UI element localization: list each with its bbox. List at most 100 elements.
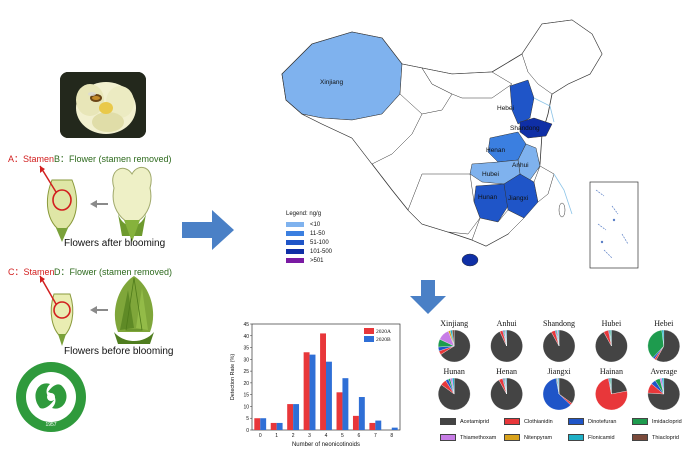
x-tick-label: 8	[390, 433, 393, 439]
label-jiangxi: Jiangxi	[508, 195, 528, 202]
svg-text:1957: 1957	[45, 422, 56, 428]
label-hubei: Hubei	[482, 171, 499, 178]
y-tick-label: 10	[243, 404, 249, 410]
pie-slice-flonicamid	[505, 377, 507, 395]
flower-with-bee-icon	[60, 72, 146, 138]
bar-2020B-8	[391, 427, 398, 430]
pie-slice-flonicamid	[505, 329, 507, 347]
pie-title-hunan: Hunan	[444, 367, 465, 376]
pie-legend-label: Nitenpyram	[524, 434, 553, 441]
pie-title-henan: Henan	[496, 367, 517, 376]
pie-legend-label: Dinotefuran	[588, 418, 617, 425]
pie-slice-flonicamid	[610, 377, 612, 395]
bar-2020A-7	[369, 422, 376, 430]
label-xinjiang: Xinjiang	[320, 79, 344, 86]
legend-swatch	[286, 249, 304, 254]
pie-slice-acetamiprid	[647, 377, 680, 411]
pie-legend-label: Imidacloprid	[652, 418, 682, 425]
label-hunan: Hunan	[478, 194, 498, 201]
bar-2020A-0	[254, 418, 261, 430]
pie-slice-acetamiprid	[440, 329, 471, 363]
pie-slice-acetamiprid	[655, 329, 680, 363]
flower-b-icon	[112, 166, 152, 242]
legend-label: 11-50	[310, 230, 325, 237]
pie-title-anhui: Anhui	[497, 319, 518, 328]
pie-slice-flonicamid	[661, 329, 664, 347]
x-tick-label: 0	[259, 433, 262, 439]
y-tick-label: 20	[243, 381, 249, 387]
pie-legend-swatch	[504, 418, 520, 425]
label-b-flower: B：Flower (stamen removed)	[54, 154, 172, 164]
legend-swatch	[286, 231, 304, 236]
legend-label: >501	[310, 257, 324, 264]
label-henan: Henan	[486, 147, 506, 154]
legend-label: <10	[310, 221, 321, 228]
bar-legend-label: 2020A	[376, 329, 391, 335]
legend-item: 51-100	[286, 238, 332, 247]
pie-title-xinjiang: Xinjiang	[440, 319, 468, 328]
y-tick-label: 35	[243, 346, 249, 352]
flowers-after-blooming-illustration	[39, 165, 152, 242]
y-tick-label: 5	[246, 416, 249, 422]
y-tick-label: 40	[243, 334, 249, 340]
province-hebei	[509, 79, 535, 125]
pie-slice-imidacloprid	[647, 329, 664, 358]
legend-item: 101-500	[286, 247, 332, 256]
label-c-stamen: C：Stamen	[8, 267, 55, 277]
pie-title-average: Average	[651, 367, 678, 376]
province-hainan	[461, 253, 479, 267]
pie-legend-swatch	[440, 418, 456, 425]
x-tick-label: 6	[357, 433, 360, 439]
pie-slice-flonicamid	[557, 377, 560, 395]
x-tick-label: 3	[308, 433, 311, 439]
pie-legend-item-thiamethoxam: Thiamethoxam	[440, 434, 496, 441]
pie-slice-dinotefuran	[542, 378, 571, 411]
y-tick-label: 15	[243, 393, 249, 399]
flower-a-icon	[39, 165, 78, 242]
pie-title-shandong: Shandong	[543, 319, 575, 328]
legend-item: <10	[286, 220, 332, 229]
legend-title: Legend: ng/g	[286, 211, 322, 217]
down-arrow-icon	[410, 280, 446, 314]
pie-legend-label: Clothianidin	[524, 418, 553, 425]
pie-legend-item-imidacloprid: Imidacloprid	[632, 418, 682, 425]
label-anhui: Anhui	[512, 162, 529, 169]
pie-legend-swatch	[440, 434, 456, 441]
pie-title-jiangxi: Jiangxi	[547, 367, 571, 376]
pie-legend-swatch	[568, 434, 584, 441]
pie-legend-swatch	[632, 434, 648, 441]
pie-slice-flonicamid	[610, 329, 612, 347]
label-shandong: Shandong	[510, 125, 540, 132]
y-tick-label: 25	[243, 369, 249, 375]
bar-legend-swatch	[364, 328, 374, 334]
bar-2020A-2	[287, 404, 294, 430]
caption-flowers-before-blooming: Flowers before blooming	[64, 346, 174, 357]
bar-2020A-1	[270, 422, 277, 430]
south-china-sea-inset	[589, 181, 639, 269]
pie-title-hubei: Hubei	[602, 319, 622, 328]
pie-legend-label: Flonicamid	[588, 434, 615, 441]
pie-slice-acetamiprid	[558, 377, 576, 404]
pie-legend-item-dinotefuran: Dinotefuran	[568, 418, 616, 425]
caption-flowers-after-blooming: Flowers after blooming	[64, 238, 166, 249]
x-tick-label: 2	[292, 433, 295, 439]
bar-2020B-6	[358, 397, 365, 430]
y-tick-label: 30	[243, 357, 249, 363]
pie-slice-thiacloprid	[452, 329, 455, 347]
cotton-flower-bee-photo	[60, 72, 146, 138]
pie-slice-flonicamid	[452, 377, 455, 395]
bar-2020A-4	[320, 333, 326, 430]
pie-slice-flonicamid	[557, 329, 560, 347]
pie-title-hainan: Hainan	[600, 367, 623, 376]
pie-title-hebei: Hebei	[654, 319, 674, 328]
bar-legend-swatch	[364, 336, 374, 342]
pie-legend-item-thiacloprid: Thiacloprid	[632, 434, 679, 441]
x-axis-label: Number of neonicotinoids	[292, 442, 360, 448]
flowers-before-blooming-illustration	[39, 275, 154, 346]
pie-legend-label: Thiacloprid	[652, 434, 679, 441]
pie-slice-flonicamid	[661, 377, 664, 395]
y-tick-label: 45	[243, 322, 249, 328]
